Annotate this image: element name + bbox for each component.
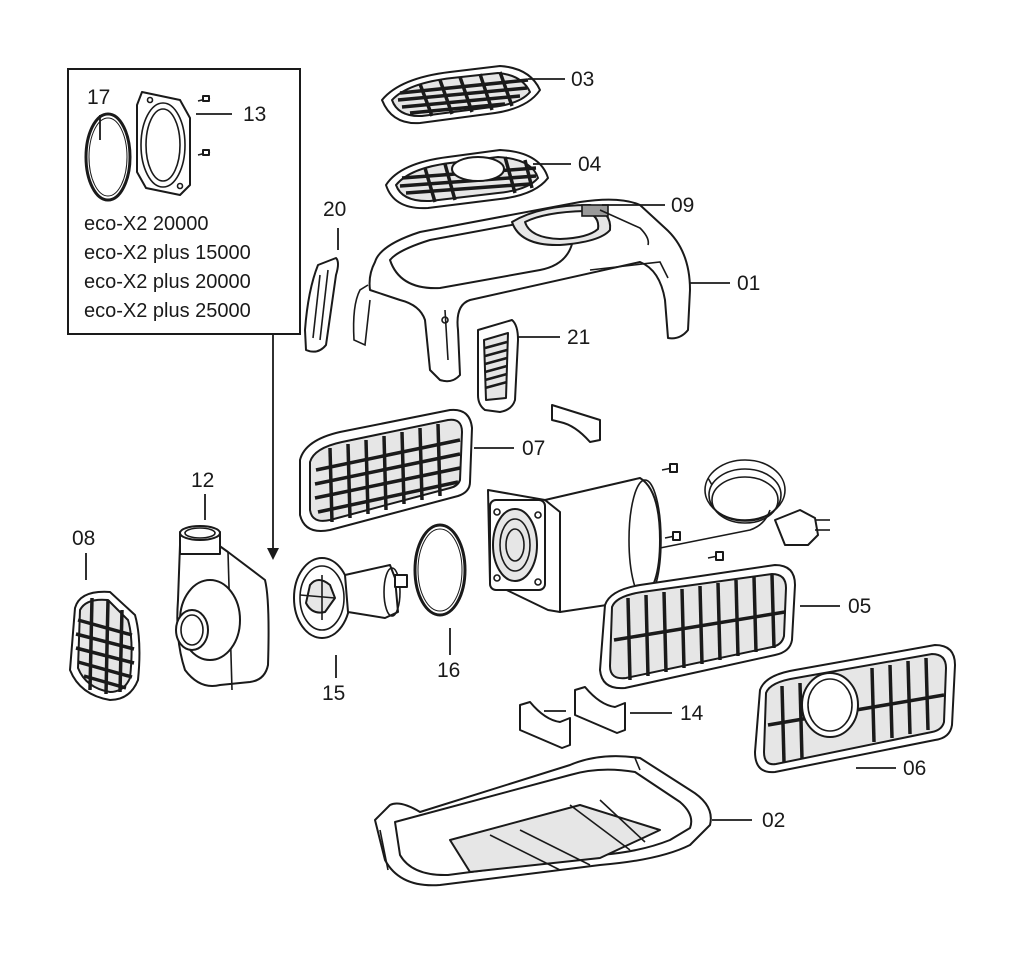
- model-line-3: eco-X2 plus 20000: [84, 271, 251, 293]
- label-15: 15: [322, 682, 345, 705]
- model-line-4: eco-X2 plus 25000: [84, 300, 251, 322]
- model-line-1: eco-X2 20000: [84, 213, 209, 235]
- label-14: 14: [680, 702, 704, 725]
- part-12-pump-housing: [175, 525, 270, 691]
- inset-border: [67, 68, 301, 335]
- label-03: 03: [571, 68, 594, 91]
- power-cable-plug: [659, 459, 830, 549]
- part-05-side-grille: [599, 564, 796, 690]
- part-14-support-blocks: [519, 686, 626, 749]
- part-02-base-tray: [374, 755, 712, 887]
- part-17-sealing-ring: [84, 112, 132, 202]
- label-06: 06: [903, 757, 926, 780]
- label-09: 09: [671, 194, 694, 217]
- label-12: 12: [191, 469, 214, 492]
- inset-pointer-arrow: [267, 334, 279, 560]
- motor-unit: [487, 477, 662, 613]
- label-13: 13: [243, 103, 266, 126]
- part-15-rotor-impeller: [293, 557, 408, 639]
- model-line-2: eco-X2 plus 15000: [84, 242, 251, 264]
- label-08: 08: [72, 527, 95, 550]
- part-21-vent-insert: [477, 319, 519, 413]
- label-17: 17: [87, 86, 110, 109]
- part-13-flange: [136, 91, 211, 196]
- motor-support-block-upper: [551, 404, 601, 443]
- label-02: 02: [762, 809, 785, 832]
- label-16: 16: [437, 659, 460, 682]
- part-03-top-grille: [381, 65, 541, 125]
- label-07: 07: [522, 437, 545, 460]
- label-01: 01: [737, 272, 760, 295]
- part-08-intake-grille: [69, 590, 141, 701]
- label-05: 05: [848, 595, 871, 618]
- part-01-housing-cover: [352, 198, 691, 383]
- motor-screws: [661, 463, 724, 561]
- label-04: 04: [578, 153, 602, 176]
- part-06-outlet-grille: [754, 644, 956, 774]
- part-16-o-ring: [413, 523, 467, 617]
- label-21: 21: [567, 326, 590, 349]
- part-20-side-insert: [304, 257, 339, 353]
- part-04-filter-grille: [385, 149, 549, 210]
- label-20: 20: [323, 198, 346, 221]
- part-07-side-grille: [299, 408, 473, 532]
- inset-panel: 17 13 eco-X2 20000 eco-X2 plus 15000 eco…: [67, 68, 301, 335]
